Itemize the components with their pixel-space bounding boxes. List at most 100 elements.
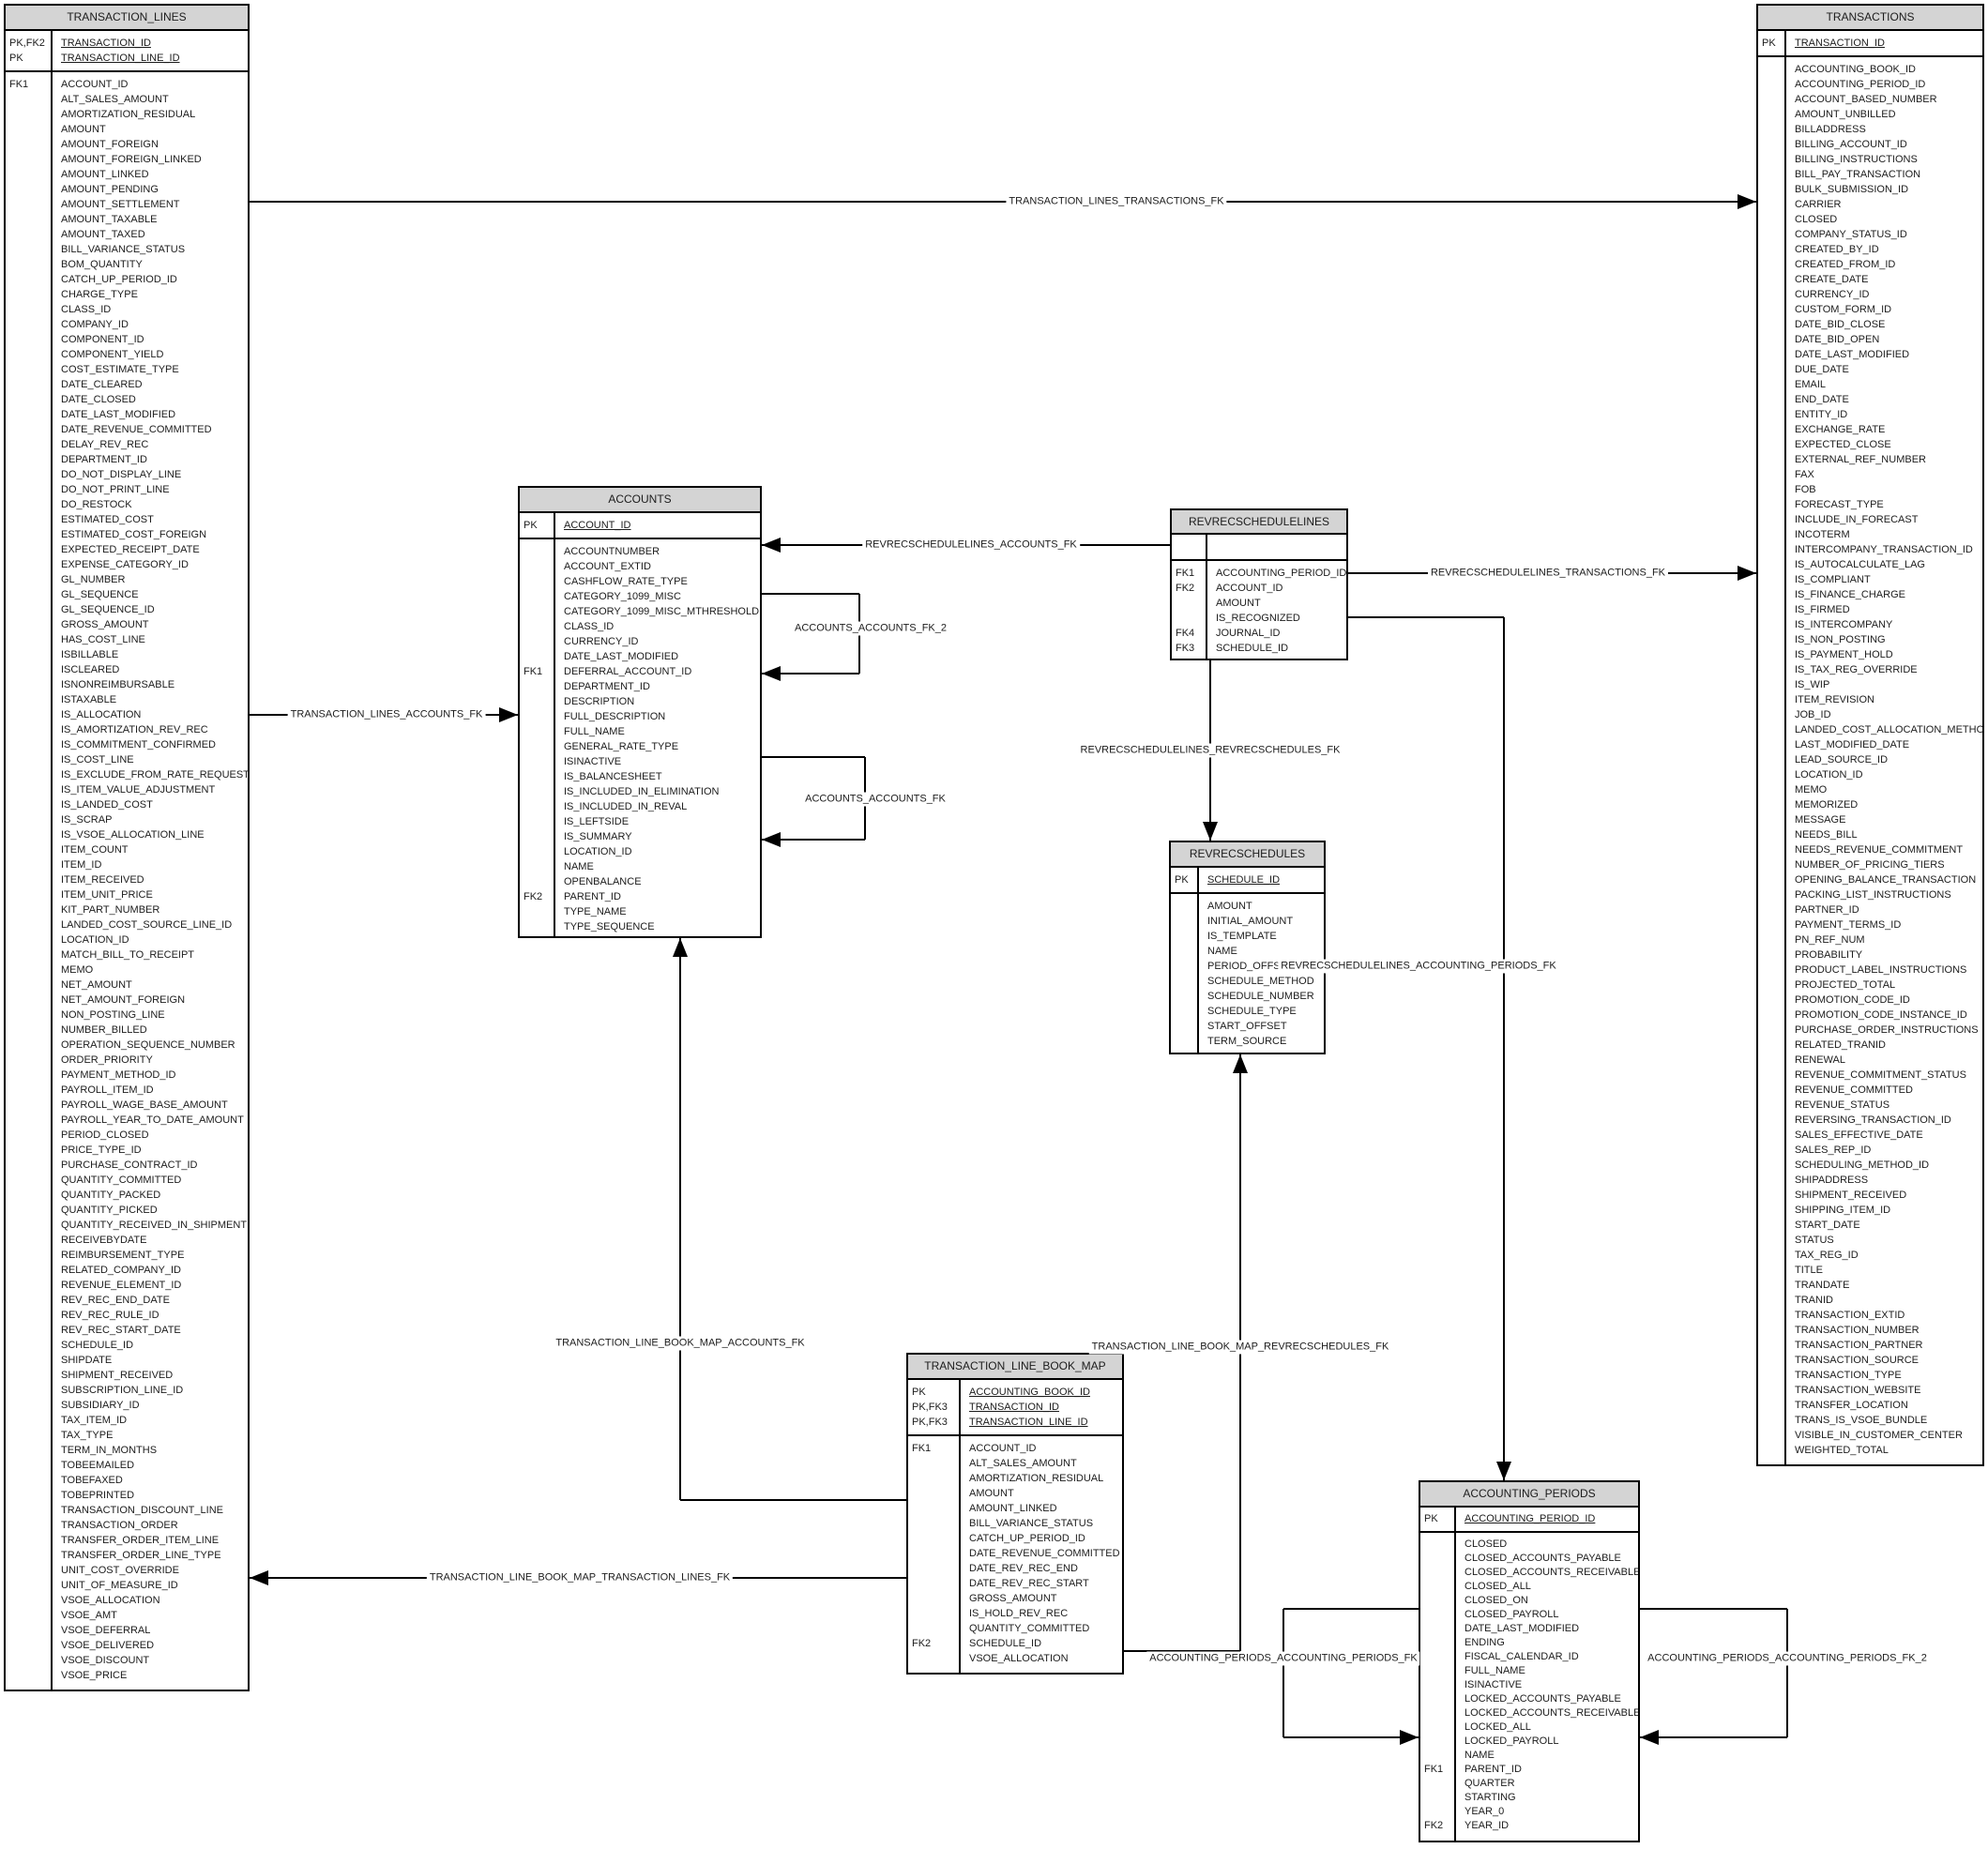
field-name: AMOUNT_PENDING: [61, 184, 159, 195]
field-name: ENTITY_ID: [1795, 409, 1848, 420]
field-name: IS_AMORTIZATION_REV_REC: [61, 724, 208, 735]
arrowhead: [762, 538, 781, 553]
field-key: [1762, 362, 1783, 377]
field-key: [524, 844, 552, 859]
key-column: [1758, 57, 1786, 1464]
field-key: [1762, 1368, 1783, 1383]
field-key: [1762, 452, 1783, 467]
field-name: NET_AMOUNT_FOREIGN: [61, 994, 186, 1006]
field-name: DATE_REVENUE_COMMITTED: [969, 1548, 1120, 1559]
field-name: ACCOUNTING_BOOK_ID: [1795, 64, 1916, 75]
field-name: SCHEDULE_ID: [61, 1340, 134, 1351]
field-name: AMOUNT: [1207, 900, 1252, 912]
field-name: MESSAGE: [1795, 814, 1846, 826]
field-name: FULL_NAME: [564, 725, 625, 737]
field-name: DEPARTMENT_ID: [564, 680, 650, 692]
field-key: [1762, 1293, 1783, 1308]
field-name: GL_NUMBER: [61, 574, 126, 585]
field-key: [9, 1203, 49, 1218]
field-name: TERM_SOURCE: [1207, 1035, 1287, 1047]
field-key: [1762, 872, 1783, 887]
field-key: [1762, 107, 1783, 122]
field-key: FK1: [9, 79, 29, 90]
field-name: CLOSED: [1795, 214, 1838, 225]
field-name: DESCRIPTION: [564, 695, 635, 707]
relation-line: [762, 756, 865, 758]
field-key: [912, 1456, 957, 1471]
field-name: PACKING_LIST_INSTRUCTIONS: [1795, 889, 1951, 901]
field-name: LOCKED_PAYROLL: [1464, 1735, 1559, 1747]
field-key: [1762, 512, 1783, 527]
field-key: [9, 1488, 49, 1503]
field-name: TYPE_NAME: [564, 905, 627, 917]
field-name: FOB: [1795, 484, 1816, 495]
relation-line: [1283, 1736, 1419, 1738]
field-name: ENDING: [1464, 1637, 1505, 1648]
field-name: IS_COST_LINE: [61, 754, 134, 765]
field-key: [1762, 1143, 1783, 1158]
field-key: [524, 619, 552, 634]
field-name: SHIPMENT_RECEIVED: [61, 1370, 174, 1381]
field-key: [9, 993, 49, 1008]
field-key: [1762, 467, 1783, 482]
field-key: [912, 1651, 957, 1666]
field-name: PAYROLL_YEAR_TO_DATE_AMOUNT: [61, 1114, 244, 1126]
field-key: [9, 512, 49, 527]
field-key: [1424, 1664, 1452, 1678]
field-name: ESTIMATED_COST_FOREIGN: [61, 529, 207, 540]
field-key: [1762, 422, 1783, 437]
field-key: [1762, 1398, 1783, 1413]
field-key: [9, 332, 49, 347]
field-key: [1175, 974, 1195, 989]
field-name: IS_WIP: [1795, 679, 1830, 690]
table-title: REVRECSCHEDULES: [1171, 842, 1324, 868]
field-name: AMOUNT: [61, 124, 106, 135]
name-column: ACCOUNTING_PERIOD_ID: [1456, 1508, 1638, 1531]
name-column: SCHEDULE_ID: [1199, 868, 1324, 892]
field-name: QUANTITY_RECEIVED_IN_SHIPMENT: [61, 1220, 248, 1231]
field-key: [1762, 1128, 1783, 1143]
field-name: TRANSACTION_SOURCE: [1795, 1355, 1920, 1366]
field-key: [9, 377, 49, 392]
key-column: PK: [520, 512, 555, 538]
field-name: REV_REC_END_DATE: [61, 1295, 170, 1306]
field-name: CLOSED_ACCOUNTS_RECEIVABLE: [1464, 1567, 1638, 1578]
relation-label: TRANSACTION_LINE_BOOK_MAP_TRANSACTION_LI…: [426, 1570, 734, 1585]
field-name: REIMBURSEMENT_TYPE: [61, 1250, 185, 1261]
field-name: DATE_LAST_MODIFIED: [61, 409, 176, 420]
field-name: REVENUE_STATUS: [1795, 1099, 1890, 1111]
field-name: ITEM_RECEIVED: [61, 874, 144, 886]
field-key: [1175, 959, 1195, 974]
field-name: LOCKED_ACCOUNTS_PAYABLE: [1464, 1693, 1621, 1705]
field-key: [1762, 317, 1783, 332]
field-name: CLOSED_ON: [1464, 1595, 1528, 1606]
field-name: PRODUCT_LABEL_INSTRUCTIONS: [1795, 964, 1967, 976]
field-key: [1762, 557, 1783, 572]
field-name: BILLING_ACCOUNT_ID: [1795, 139, 1907, 150]
field-key: [9, 1473, 49, 1488]
field-key: [9, 557, 49, 572]
field-key: [1762, 707, 1783, 722]
relation-label: ACCOUNTS_ACCOUNTS_FK_2: [792, 621, 949, 636]
field-name: CREATED_BY_ID: [1795, 244, 1879, 255]
field-name: DEFERRAL_ACCOUNT_ID: [564, 665, 692, 677]
field-key: [524, 694, 552, 709]
field-name: MATCH_BILL_TO_RECEIPT: [61, 949, 195, 961]
field-name: EXPENSE_CATEGORY_ID: [61, 559, 189, 570]
field-key: [9, 1563, 49, 1578]
field-key: [1762, 887, 1783, 902]
field-name: ACCOUNT_ID: [969, 1443, 1037, 1454]
field-key: [1762, 1203, 1783, 1218]
field-name: TOBEFAXED: [61, 1475, 123, 1486]
field-key: [1762, 122, 1783, 137]
field-name: IS_LANDED_COST: [61, 799, 153, 811]
field-name: BILL_VARIANCE_STATUS: [61, 244, 186, 255]
field-name: COMPANY_ID: [61, 319, 129, 330]
field-name: OPERATION_SEQUENCE_NUMBER: [61, 1039, 235, 1051]
field-key: [912, 1531, 957, 1546]
